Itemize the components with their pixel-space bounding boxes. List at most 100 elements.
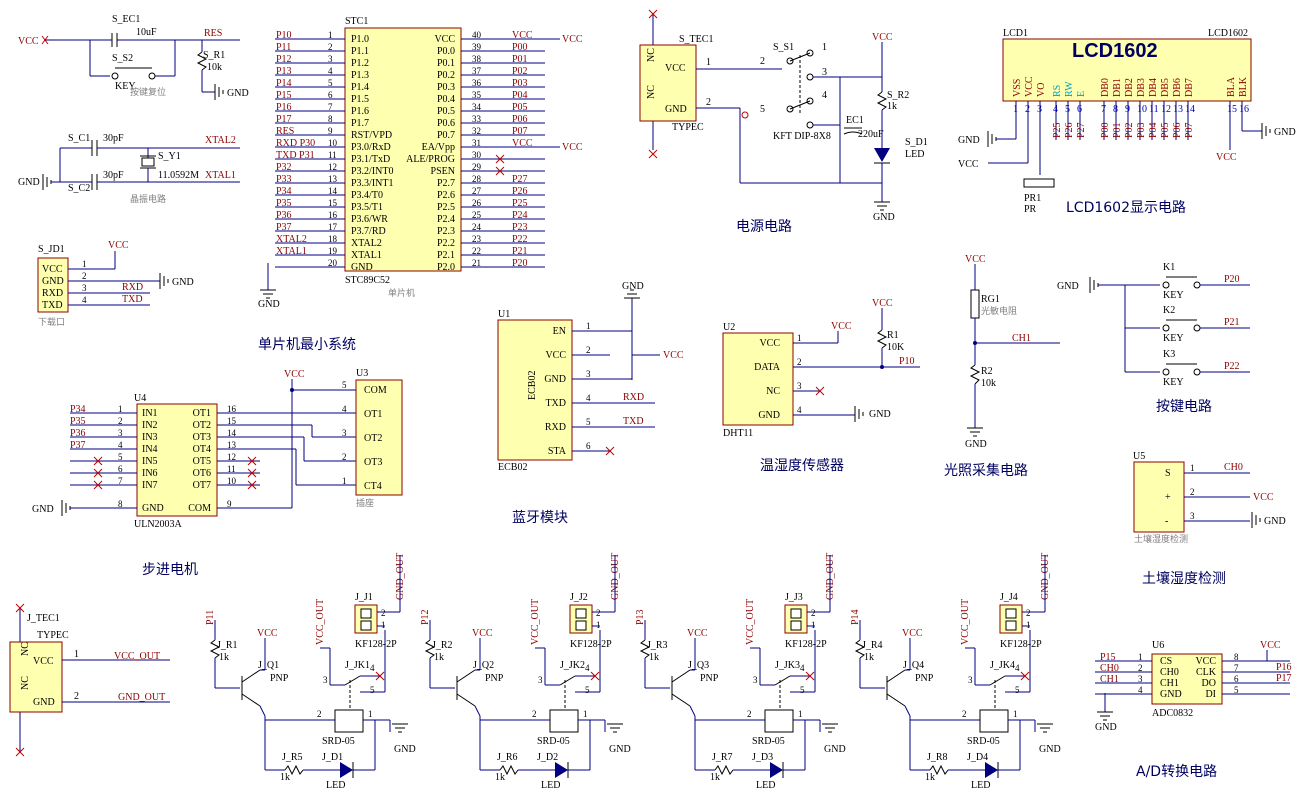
mcu-part: STC89C52 <box>345 275 390 286</box>
power-gnd: GND <box>873 212 895 223</box>
key-ref: K2 <box>1163 305 1175 316</box>
power-vcc: VCC <box>872 32 893 43</box>
adc-gnd: GND <box>1095 722 1117 733</box>
bt-pin-num: 4 <box>586 393 591 403</box>
bt-pin-num: 5 <box>586 417 591 427</box>
uln-in-num: 1 <box>118 404 123 414</box>
mcu-caption: 单片机最小系统 <box>258 337 356 353</box>
mcu-right-pin-label: EA/Vpp <box>422 142 455 153</box>
relay-vcc: VCC <box>257 628 278 639</box>
key-contact <box>1162 368 1170 376</box>
light-r-ref: R2 <box>981 366 993 377</box>
lcd-pin-label: DB6 <box>1172 78 1183 97</box>
relay-pin-num: 1 <box>381 620 386 630</box>
key-net: P21 <box>1224 317 1240 328</box>
relay-pin-num: 3 <box>323 675 328 685</box>
lcd-vcc: VCC <box>958 159 979 170</box>
download-txd: TXD <box>122 294 143 305</box>
transistor-emitter <box>456 669 476 683</box>
uln-in-net: P37 <box>70 440 86 451</box>
mcu-left-net: RXD P30 <box>276 138 315 149</box>
relay-r-val: 1k <box>219 652 229 663</box>
mcu-right-pin-num: 25 <box>472 210 482 220</box>
mcu-left-pin-label: P1.3 <box>351 70 369 81</box>
download-rxd: RXD <box>122 282 143 293</box>
mcu-left-pin-label: XTAL1 <box>351 250 382 261</box>
uln-in-label: IN2 <box>142 420 158 431</box>
transistor-collector <box>671 693 691 707</box>
mcu-left-pin-label: P3.5/T1 <box>351 202 383 213</box>
bt-pin-label: RXD <box>545 422 566 433</box>
mcu-right-pin-num: 35 <box>472 90 482 100</box>
mcu-right-pin-label: P2.5 <box>437 202 455 213</box>
relay-vcc-out: VCC_OUT <box>530 599 541 645</box>
reset-res-val: 10k <box>207 62 222 73</box>
mcu-left-pin-label: P3.0/RxD <box>351 142 391 153</box>
socket-vcc: VCC <box>284 369 305 380</box>
relay-pin-num: 2 <box>317 709 322 719</box>
dht-ref: U2 <box>723 322 735 333</box>
uln-part: ULN2003A <box>134 519 183 530</box>
light-gnd: GND <box>965 439 987 450</box>
socket-pin-num: 1 <box>342 476 347 486</box>
mcu-left-net: P34 <box>276 186 292 197</box>
mcu-left-pin-label: P1.1 <box>351 46 369 57</box>
no-connect-mark <box>815 386 825 396</box>
bt-pin-num: 1 <box>586 321 591 331</box>
adc-right-label: VCC <box>1195 656 1216 667</box>
relay-vcc: VCC <box>472 628 493 639</box>
terminal-slot <box>360 620 372 631</box>
no-connect-mark <box>93 456 103 466</box>
relay-pin-num: 4 <box>800 663 805 673</box>
mcu-right-net: P03 <box>512 78 528 89</box>
lcd-gnd2: GND <box>1274 127 1296 138</box>
no-connect-mark <box>93 468 103 478</box>
relay-q-ref: J_Q4 <box>903 660 924 671</box>
uln-out-num: 14 <box>227 428 237 438</box>
soil-pin-num: 3 <box>1190 511 1195 521</box>
relay-rl-ref: J_R8 <box>927 752 948 763</box>
light-rg-ref: RG1 <box>981 294 1000 305</box>
power-typec-ref: S_TEC1 <box>679 34 713 45</box>
download-pin-num: 1 <box>82 259 87 269</box>
relay-pin-num: 4 <box>585 663 590 673</box>
mcu-right-pin-label: P2.3 <box>437 226 455 237</box>
mcu-right-net: P06 <box>512 114 528 125</box>
lcd1602: LCD1 LCD1602 LCD1602 VSS1VCC2VO3RS4RW5E6… <box>958 28 1296 215</box>
lcd-net: P02 <box>1124 122 1135 138</box>
terminal-slot <box>360 608 372 619</box>
relay-switch-arm <box>559 675 576 686</box>
led-symbol <box>555 762 568 778</box>
relay-wire <box>259 705 266 717</box>
relay-j-ref: J_J4 <box>1000 592 1018 603</box>
stepper-caption: 步进电机 <box>142 562 198 578</box>
mcu-right-net: P00 <box>512 42 528 53</box>
key-net: P22 <box>1224 361 1240 372</box>
relay-pin-num: 2 <box>1026 608 1031 618</box>
resistor-symbol <box>854 639 866 659</box>
crystal-gnd-label: GND <box>18 177 40 188</box>
lcd-pin-num: 12 <box>1161 104 1171 115</box>
mcu-left-pin-label: P3.4/T0 <box>351 190 383 201</box>
lcd-net: P03 <box>1136 122 1147 138</box>
pin-1-sw: 1 <box>822 42 827 53</box>
socket-pin-label: OT1 <box>364 409 382 420</box>
socket-pin-num: 3 <box>342 428 347 438</box>
light-cn-label: 光敏电阻 <box>981 305 1017 317</box>
no-connect-mark <box>247 456 257 466</box>
crystal-c2-val: 30pF <box>103 170 124 181</box>
resistor-symbol <box>424 639 436 659</box>
transistor-collector <box>886 693 906 707</box>
relay-d-ref: J_D2 <box>537 752 558 763</box>
mcu-right-pin-num: 29 <box>472 162 482 172</box>
res-net-label: RES <box>204 28 222 39</box>
bt-caption: 蓝牙模块 <box>512 510 568 526</box>
socket-pin-label: OT2 <box>364 433 382 444</box>
relay-rl-val: 1k <box>710 772 720 783</box>
mcu-left-pin-num: 9 <box>328 126 333 136</box>
mcu-right-pin-label: VCC <box>434 34 455 45</box>
mcu-right-net: P22 <box>512 234 528 245</box>
relay-j-part: KF128-2P <box>355 639 397 650</box>
relay-switch-arm <box>774 675 791 686</box>
relay-wire <box>689 705 696 717</box>
